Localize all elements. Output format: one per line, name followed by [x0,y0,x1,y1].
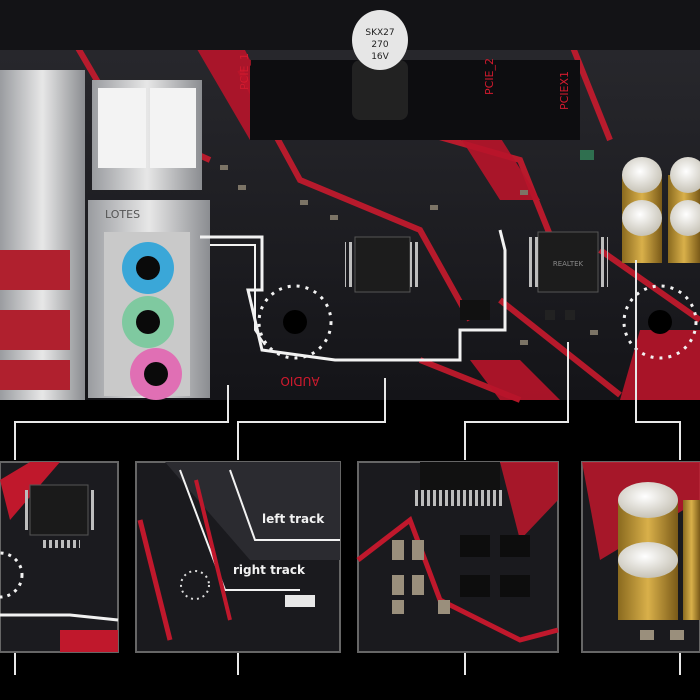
main-board: SKX27 270 16V PCIE_2 PCIEX1 PCIE_1 LOTES [0,0,700,403]
jack-line-out [122,296,174,348]
silkscreen-pcie-x1: PCIEX1 [558,71,571,110]
io-shield-text: LOTES [105,208,140,221]
inset-label-right-track: right track [233,563,306,577]
capacitor-text-1: SKX27 [365,28,394,38]
top-strip [0,0,700,50]
inset-codec-closeup [0,461,119,653]
chip-brand-text: REALTEK [553,260,584,268]
jack-line-in [122,242,174,294]
audio-jack-stack: LOTES [88,200,210,400]
mounting-hole-right [622,284,698,360]
realtek-chip: REALTEK [528,231,608,293]
audio-capacitors-top [622,157,700,263]
inset-capacitor-closeup [581,461,700,653]
audio-isolation-line-outer [210,244,266,346]
smd-ics [460,535,530,597]
silkscreen-pcie-1: PCIE_1 [238,53,251,90]
capacitor-text-3: 16V [371,52,389,62]
smd-resistors [392,540,450,614]
inset-label-left-track: left track [262,512,325,526]
inset-tracks-closeup: left track right track [135,461,341,653]
capacitor-text-2: 270 [371,40,388,50]
rear-io-block [0,70,202,400]
inset-amplifier-closeup [356,461,559,653]
silkscreen-pcie-2: PCIE_2 [483,58,496,95]
pcie-slot-area [250,60,580,140]
callout-lines [14,260,681,675]
bulk-capacitor: SKX27 270 16V [352,10,408,120]
jack-mic-in [130,348,182,400]
audio-codec-chip [345,236,420,293]
audio-isolation-line [200,229,507,362]
green-led [580,150,594,160]
silkscreen-audio: AUDIO [280,374,319,388]
mounting-hole-left [257,284,333,360]
smd-components [220,165,598,345]
